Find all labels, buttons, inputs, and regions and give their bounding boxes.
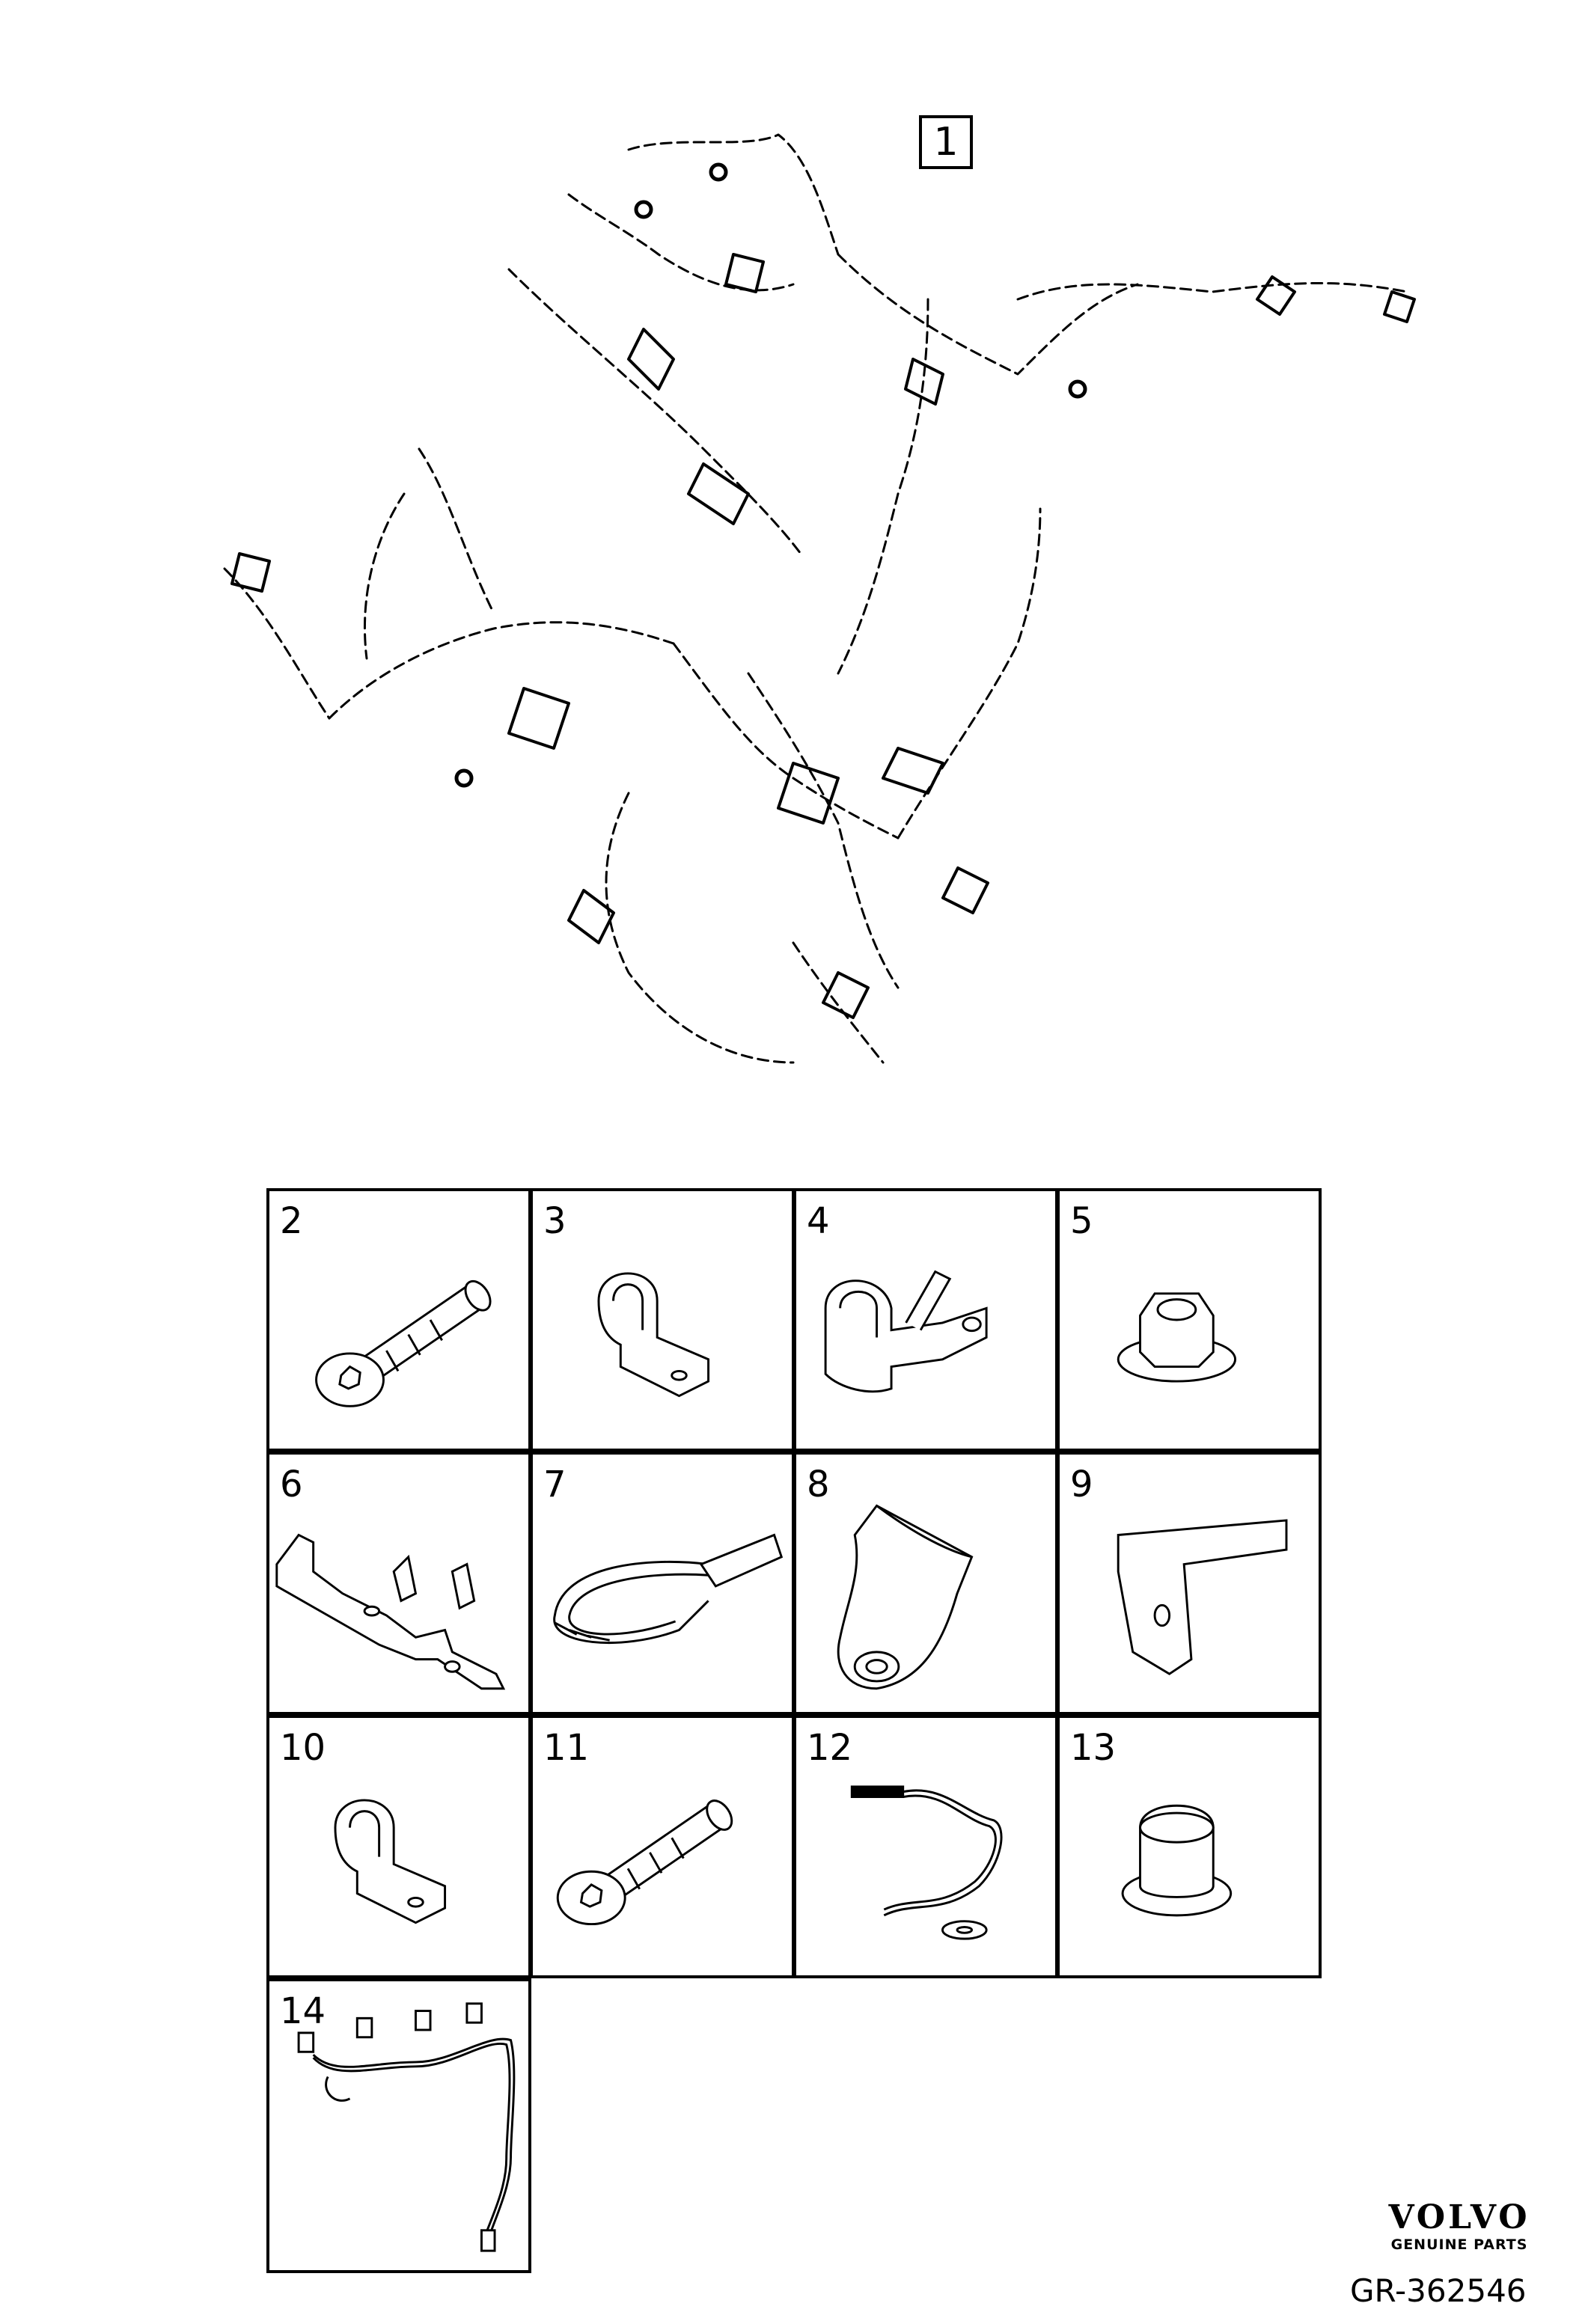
- engine-wiring-harness-illustration: [223, 133, 1416, 1064]
- part-cell-6[interactable]: 6: [266, 1452, 531, 1715]
- part-cell-4[interactable]: 4: [793, 1188, 1058, 1452]
- bracket-icon: [275, 1533, 506, 1690]
- part-cell-7[interactable]: 7: [530, 1452, 795, 1715]
- part-cell-11[interactable]: 11: [530, 1715, 795, 1978]
- brand-name: VOLVO: [1388, 2198, 1530, 2236]
- part-cell-13[interactable]: 13: [1057, 1715, 1322, 1978]
- part-cell-9[interactable]: 9: [1057, 1452, 1322, 1715]
- part-number: 12: [807, 1727, 853, 1769]
- cap-nut-icon: [1121, 1804, 1233, 1917]
- part-cell-14[interactable]: 14: [266, 1978, 531, 2273]
- injector-harness-icon: [297, 2002, 516, 2252]
- angle-bracket-icon: [1117, 1519, 1288, 1675]
- part-number: 9: [1070, 1464, 1093, 1505]
- part-number: 13: [1070, 1727, 1117, 1769]
- part-number: 11: [543, 1727, 590, 1769]
- part-cell-5[interactable]: 5: [1057, 1188, 1322, 1452]
- part-number: 5: [1070, 1200, 1093, 1242]
- cable-clamp-icon: [597, 1272, 710, 1398]
- part-number: 8: [807, 1464, 830, 1505]
- tab-clip-icon: [824, 1270, 988, 1393]
- part-number: 14: [280, 1990, 326, 2032]
- part-number: 6: [280, 1464, 303, 1505]
- part-number: 10: [280, 1727, 326, 1769]
- part-cell-10[interactable]: 10: [266, 1715, 531, 1978]
- part-number: 3: [543, 1200, 567, 1242]
- cable-clamp-icon: [334, 1799, 447, 1924]
- part-number: 7: [543, 1464, 567, 1505]
- main-harness-callout: 1: [919, 115, 973, 169]
- part-number: 4: [807, 1200, 830, 1242]
- part-cell-12[interactable]: 12: [793, 1715, 1058, 1978]
- parts-grid: 2 3 4 5: [266, 1188, 1323, 2273]
- part-cell-8[interactable]: 8: [793, 1452, 1058, 1715]
- diagram-reference: GR-362546: [1350, 2272, 1527, 2309]
- torx-bolt-icon: [556, 1799, 733, 1926]
- ground-lead-icon: [850, 1785, 1003, 1940]
- cable-tie-icon: [553, 1533, 784, 1645]
- flange-nut-icon: [1117, 1292, 1237, 1383]
- part-number: 2: [280, 1200, 303, 1242]
- brand-tagline: GENUINE PARTS: [1390, 2236, 1528, 2253]
- part-cell-3[interactable]: 3: [530, 1188, 795, 1452]
- torx-bolt-icon: [315, 1279, 492, 1407]
- volvo-brand-logo: VOLVO GENUINE PARTS: [1369, 2200, 1549, 2254]
- protective-cap-icon: [837, 1504, 974, 1690]
- part-cell-2[interactable]: 2: [266, 1188, 531, 1452]
